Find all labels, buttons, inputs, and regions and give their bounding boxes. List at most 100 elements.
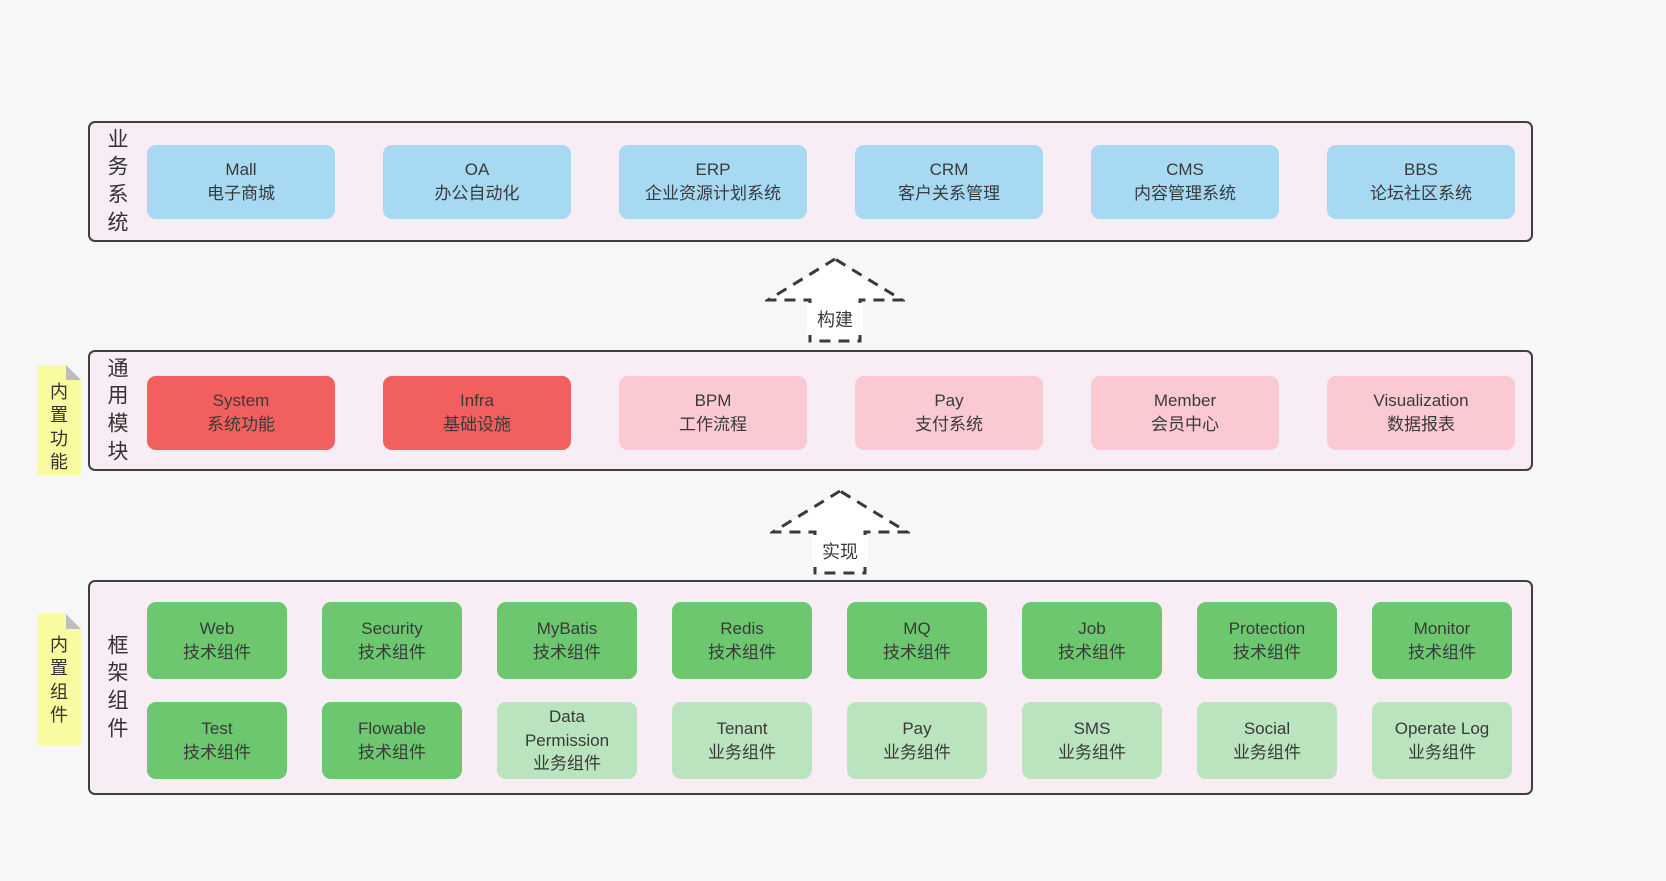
implement-arrow-label: 实现: [822, 542, 858, 562]
box-tenant-desc: 业务组件: [708, 742, 776, 762]
box-mall-desc: 电子商城: [207, 184, 275, 203]
common-modules-panel: 通用模块 System 系统功能 Infra 基础设施 BPM 工作流程 Pay…: [88, 350, 1533, 471]
box-crm-desc: 客户关系管理: [898, 184, 1000, 203]
box-data-permission: Data Permission 业务组件: [497, 702, 637, 779]
box-monitor-desc: 技术组件: [1408, 642, 1476, 662]
box-pay-module-name: Pay: [934, 391, 964, 411]
box-member: Member 会员中心: [1091, 376, 1279, 450]
box-social-desc: 业务组件: [1233, 742, 1301, 762]
implement-arrow-label-bg: [812, 535, 868, 567]
box-mall: Mall 电子商城: [147, 145, 335, 219]
box-system-name: System: [212, 391, 270, 411]
box-sms-desc: 业务组件: [1058, 742, 1126, 762]
box-operate-log: Operate Log 业务组件: [1372, 702, 1512, 779]
box-sms-name: SMS: [1073, 718, 1111, 738]
box-bbs-name: BBS: [1403, 160, 1439, 180]
box-protection-desc: 技术组件: [1233, 642, 1301, 662]
box-visualization-name: Visualization: [1373, 391, 1469, 411]
box-flowable: Flowable 技术组件: [322, 702, 462, 779]
box-sms: SMS 业务组件: [1022, 702, 1162, 779]
box-web: Web 技术组件: [147, 602, 287, 679]
box-operate-log-name: Operate Log: [1394, 718, 1490, 738]
sticky-note-builtin-components: 内置组件: [37, 614, 81, 745]
build-arrow: 构建: [765, 257, 905, 343]
box-bpm-desc: 工作流程: [679, 415, 747, 434]
box-tenant-name: Tenant: [716, 718, 768, 738]
business-systems-panel: 业务系统 Mall 电子商城 OA 办公自动化 ERP 企业资源计划系统 CRM…: [88, 121, 1533, 242]
box-data-permission-desc: 业务组件: [533, 754, 601, 774]
box-bpm: BPM 工作流程: [619, 376, 807, 450]
box-protection: Protection 技术组件: [1197, 602, 1337, 679]
box-oa: OA 办公自动化: [383, 145, 571, 219]
box-pay-component: Pay 业务组件: [847, 702, 987, 779]
implement-arrow-outline: [770, 489, 910, 575]
sticky-note-builtin-components-text: 内置组件: [50, 635, 68, 726]
box-mybatis-desc: 技术组件: [533, 642, 601, 662]
box-cms-name: CMS: [1166, 160, 1204, 180]
box-crm: CRM 客户关系管理: [855, 145, 1043, 219]
box-web-name: Web: [199, 618, 235, 638]
box-oa-desc: 办公自动化: [434, 184, 520, 203]
box-monitor: Monitor 技术组件: [1372, 602, 1512, 679]
box-cms: CMS 内容管理系统: [1091, 145, 1279, 219]
business-box-row: Mall 电子商城 OA 办公自动化 ERP 企业资源计划系统 CRM 客户关系…: [147, 145, 1515, 219]
build-arrow-label-bg: [807, 303, 863, 335]
box-security: Security 技术组件: [322, 602, 462, 679]
box-mq-name: MQ: [903, 618, 931, 638]
implement-arrow: 实现: [770, 489, 910, 575]
box-redis-name: Redis: [720, 618, 764, 638]
box-data-permission-name: Data Permission: [524, 706, 610, 750]
box-mq-desc: 技术组件: [883, 642, 951, 662]
sticky-note-builtin-features-text: 内置功能: [50, 382, 68, 473]
build-arrow-outline: [765, 257, 905, 343]
box-pay-module-desc: 支付系统: [915, 415, 983, 434]
box-mq: MQ 技术组件: [847, 602, 987, 679]
box-operate-log-desc: 业务组件: [1408, 742, 1476, 762]
box-job-name: Job: [1078, 618, 1106, 638]
box-bbs: BBS 论坛社区系统: [1327, 145, 1515, 219]
framework-components-panel: 框架组件 Web 技术组件 Security 技术组件 MyBatis 技术组件…: [88, 580, 1533, 795]
box-redis-desc: 技术组件: [708, 642, 776, 662]
modules-panel-side-label: 通用模块: [107, 357, 129, 464]
box-redis: Redis 技术组件: [672, 602, 812, 679]
box-member-desc: 会员中心: [1151, 415, 1219, 434]
box-infra-name: Infra: [459, 391, 495, 411]
box-social-name: Social: [1243, 718, 1291, 738]
modules-box-row: System 系统功能 Infra 基础设施 BPM 工作流程 Pay 支付系统…: [147, 376, 1515, 450]
box-web-desc: 技术组件: [183, 642, 251, 662]
components-panel-side-label: 框架组件: [107, 634, 129, 741]
box-job-desc: 技术组件: [1058, 642, 1126, 662]
components-box-row-1: Web 技术组件 Security 技术组件 MyBatis 技术组件 Redi…: [147, 602, 1512, 679]
box-oa-name: OA: [464, 160, 490, 180]
sticky-note-builtin-features: 内置功能: [37, 365, 81, 475]
box-mall-name: Mall: [225, 160, 257, 180]
box-mybatis-name: MyBatis: [536, 618, 598, 638]
box-social: Social 业务组件: [1197, 702, 1337, 779]
box-flowable-name: Flowable: [357, 718, 427, 738]
box-member-name: Member: [1153, 391, 1217, 411]
box-pay-module: Pay 支付系统: [855, 376, 1043, 450]
box-erp-desc: 企业资源计划系统: [645, 184, 781, 203]
business-panel-side-label: 业务系统: [107, 128, 129, 235]
box-system-desc: 系统功能: [207, 415, 275, 434]
build-arrow-label: 构建: [817, 310, 853, 330]
box-infra: Infra 基础设施: [383, 376, 571, 450]
box-visualization-desc: 数据报表: [1387, 415, 1455, 434]
box-mybatis: MyBatis 技术组件: [497, 602, 637, 679]
box-flowable-desc: 技术组件: [358, 742, 426, 762]
box-system: System 系统功能: [147, 376, 335, 450]
box-security-name: Security: [361, 618, 423, 638]
box-test-name: Test: [201, 718, 233, 738]
components-box-row-2: Test 技术组件 Flowable 技术组件 Data Permission …: [147, 702, 1512, 779]
box-test-desc: 技术组件: [183, 742, 251, 762]
box-tenant: Tenant 业务组件: [672, 702, 812, 779]
box-infra-desc: 基础设施: [443, 415, 511, 434]
box-crm-name: CRM: [929, 160, 969, 180]
box-job: Job 技术组件: [1022, 602, 1162, 679]
box-erp: ERP 企业资源计划系统: [619, 145, 807, 219]
box-security-desc: 技术组件: [358, 642, 426, 662]
box-monitor-name: Monitor: [1413, 618, 1471, 638]
box-cms-desc: 内容管理系统: [1134, 184, 1236, 203]
box-erp-name: ERP: [695, 160, 731, 180]
box-pay-component-desc: 业务组件: [883, 742, 951, 762]
